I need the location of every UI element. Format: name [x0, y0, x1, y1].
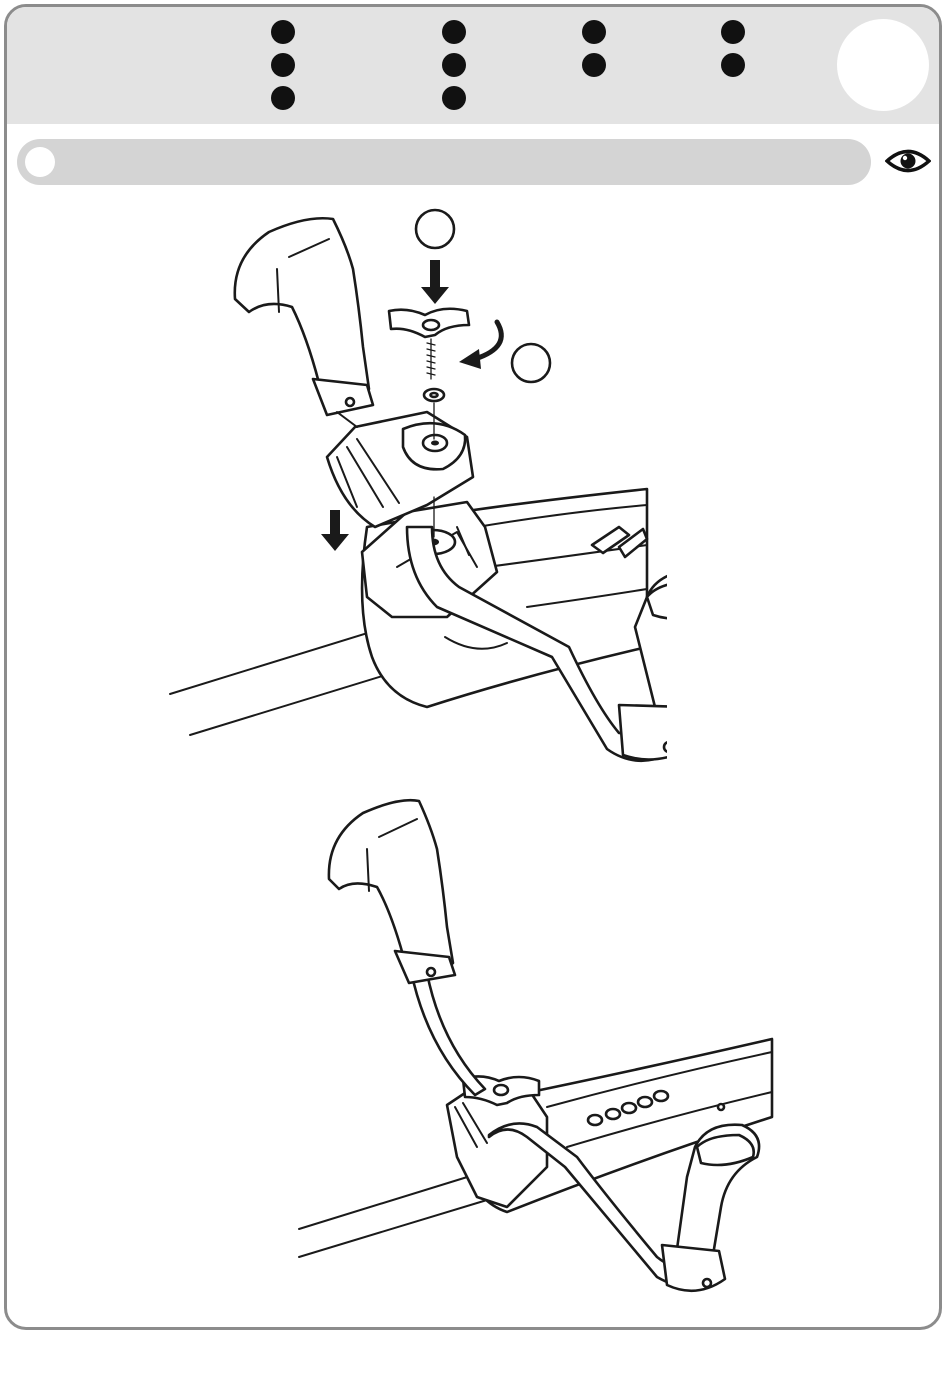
- upper-handle: [329, 800, 453, 976]
- right-grip-collar: [662, 1245, 725, 1291]
- dot-column-1: [271, 20, 295, 119]
- shaft-line: [299, 1200, 487, 1257]
- page-frame: [4, 4, 942, 1330]
- callout-2: [512, 344, 550, 382]
- assembly-figure-assembled: [292, 793, 777, 1303]
- right-grip-collar: [619, 705, 667, 760]
- dot: [442, 86, 466, 110]
- dot: [271, 86, 295, 110]
- dot: [582, 20, 606, 44]
- upper-handle-collar: [313, 379, 373, 415]
- assembly-figure-exploded: [157, 203, 667, 773]
- callout-1: [416, 210, 454, 248]
- dot: [582, 53, 606, 77]
- dot: [271, 20, 295, 44]
- footer-gap: [451, 1325, 513, 1330]
- dot-column-2: [442, 20, 466, 119]
- handle-stem: [411, 971, 485, 1095]
- upper-handle-collar: [395, 951, 455, 983]
- shaft-line: [299, 1174, 477, 1229]
- page-number-badge: [837, 19, 929, 111]
- down-arrow-icon: [321, 510, 349, 551]
- dot: [442, 20, 466, 44]
- down-arrow-icon: [421, 260, 449, 304]
- dot: [721, 20, 745, 44]
- dot: [442, 53, 466, 77]
- shaft-line: [190, 670, 402, 735]
- dot: [271, 53, 295, 77]
- dot: [721, 53, 745, 77]
- dot-column-3: [582, 20, 606, 86]
- step-bullet: [25, 147, 55, 177]
- header-band: [7, 7, 939, 124]
- section-bar: [17, 139, 871, 185]
- dot-column-4: [721, 20, 745, 86]
- eye-icon: [885, 146, 931, 176]
- upper-handle: [235, 218, 369, 405]
